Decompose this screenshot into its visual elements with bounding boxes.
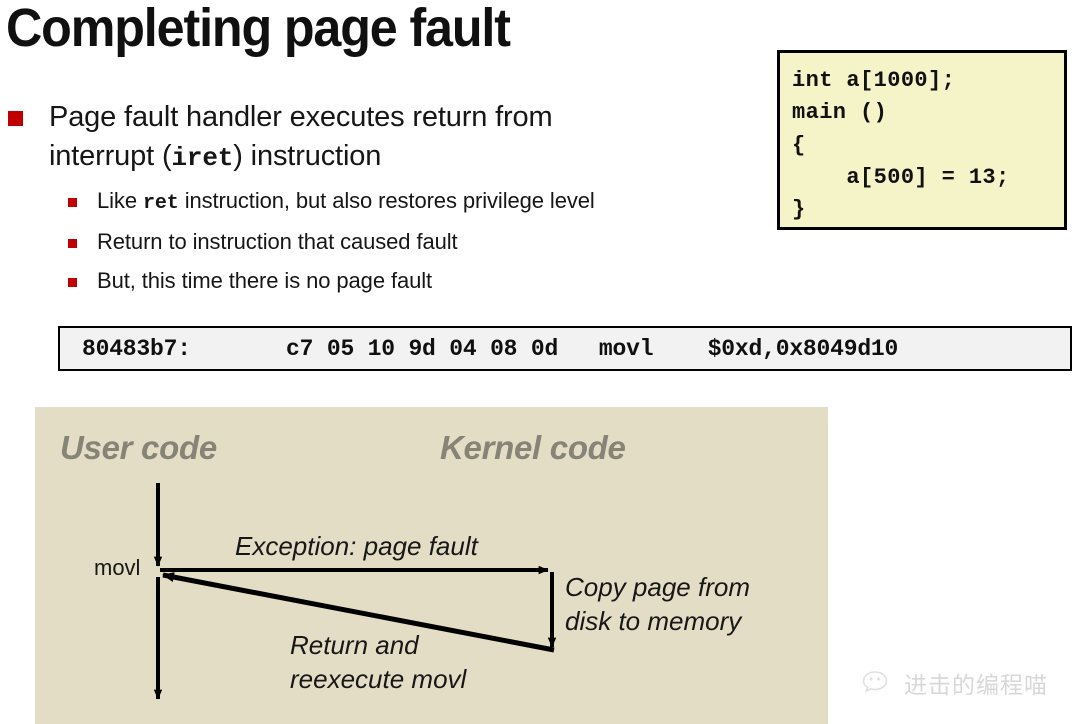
- diagram-instruction-label: movl: [94, 555, 141, 580]
- diagram-annotation-return: Return and reexecute movl: [290, 629, 466, 697]
- bullet-primary-text-after: ) instruction: [233, 139, 382, 172]
- bullet-item-sub-2: Return to instruction that caused fault: [68, 229, 768, 255]
- wechat-chat-icon: [862, 671, 888, 693]
- c-code-box: int a[1000]; main () { a[500] = 13; }: [777, 50, 1067, 230]
- bullet-sub-1-mono: ret: [142, 192, 179, 215]
- page-title: Completing page fault: [6, 0, 511, 58]
- control-flow-diagram: User code Kernel code movl Exception: pa…: [35, 407, 828, 724]
- bullet-sub-1-text: Like ret instruction, but also restores …: [97, 188, 595, 216]
- c-code-source: int a[1000]; main () { a[500] = 13; }: [792, 68, 1010, 223]
- diagram-annotation-copy-page-line2: disk to memory: [565, 605, 742, 636]
- diagram-lane-label-kernel: Kernel code: [440, 429, 626, 466]
- diagram-annotation-return-line1: Return and: [290, 630, 419, 660]
- bullet-sub-1-text-before: Like: [97, 188, 143, 213]
- diagram-lane-label-user: User code: [60, 429, 217, 466]
- bullet-sub-1-text-after: instruction, but also restores privilege…: [178, 188, 595, 213]
- bullet-primary-text: Page fault handler executes return from …: [49, 98, 649, 175]
- bullet-primary-mono: iret: [171, 142, 234, 173]
- arrow-return-to-user: [162, 572, 555, 653]
- bullet-sub-marker-icon: [68, 277, 77, 287]
- bullet-sub-2-text: Return to instruction that caused fault: [97, 228, 458, 254]
- watermark-text: 进击的编程喵: [904, 672, 1048, 698]
- assembly-listing-bar: 80483b7: c7 05 10 9d 04 08 0d movl $0xd,…: [58, 326, 1072, 371]
- bullet-item-sub-1: Like ret instruction, but also restores …: [68, 188, 768, 216]
- diagram-arrows-svg: [153, 483, 557, 700]
- bullet-item-primary: Page fault handler executes return from …: [8, 98, 708, 175]
- bullet-item-sub-3: But, this time there is no page fault: [68, 268, 768, 294]
- diagram-annotation-exception: Exception: page fault: [235, 531, 478, 561]
- diagram-annotation-copy-page-line1: Copy page from: [565, 572, 750, 602]
- bullet-sub-3-text: But, this time there is no page fault: [97, 267, 433, 293]
- assembly-listing-text: 80483b7: c7 05 10 9d 04 08 0d movl $0xd,…: [82, 335, 899, 362]
- watermark: 进击的编程喵: [862, 666, 1048, 700]
- bullet-sub-marker-icon: [68, 198, 77, 207]
- bullet-sub-marker-icon: [68, 238, 77, 248]
- diagram-annotation-return-line2: reexecute movl: [290, 663, 467, 694]
- bullet-primary-text-before: Page fault handler executes return from …: [49, 101, 553, 172]
- diagram-annotation-copy-page: Copy page from disk to memory: [565, 571, 750, 639]
- bullet-sublist: Like ret instruction, but also restores …: [68, 188, 768, 307]
- bullet-marker-icon: [8, 111, 23, 126]
